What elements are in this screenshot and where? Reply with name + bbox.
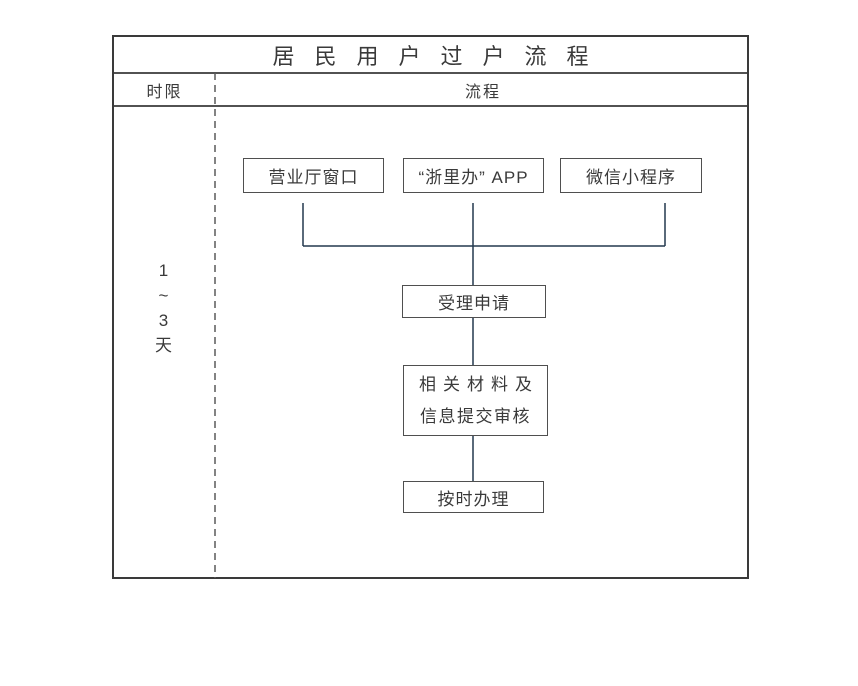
time-limit-line: 1 xyxy=(158,261,169,280)
page-title: 居民用户过户流程 xyxy=(272,43,609,69)
table-title-cell: 居民用户过户流程 xyxy=(112,36,749,73)
time-limit: 1 ~ 3 天 xyxy=(112,258,215,358)
step-box-accept-application: 受理申请 xyxy=(402,285,546,318)
header-cell-flow: 流程 xyxy=(464,83,501,101)
step-box-process-on-time: 按时办理 xyxy=(403,481,544,513)
time-limit-line: 天 xyxy=(155,336,172,355)
time-limit-line: 3 xyxy=(158,311,169,330)
channel-box-hall-window: 营业厅窗口 xyxy=(243,158,384,193)
channel-box-wechat-miniprogram: 微信小程序 xyxy=(560,158,702,193)
table-outer-border xyxy=(112,35,749,579)
header-cell-time: 时限 xyxy=(146,83,183,101)
flow-connectors xyxy=(302,203,666,481)
time-limit-line: ~ xyxy=(158,286,169,305)
step-review-line-1: 相关材料及 xyxy=(419,374,539,394)
channel-box-zheliban-app: “浙里办” APP xyxy=(403,158,544,193)
step-box-materials-review: 相关材料及 信息提交审核 xyxy=(403,365,548,436)
step-review-line-2: 信息提交审核 xyxy=(420,406,531,426)
